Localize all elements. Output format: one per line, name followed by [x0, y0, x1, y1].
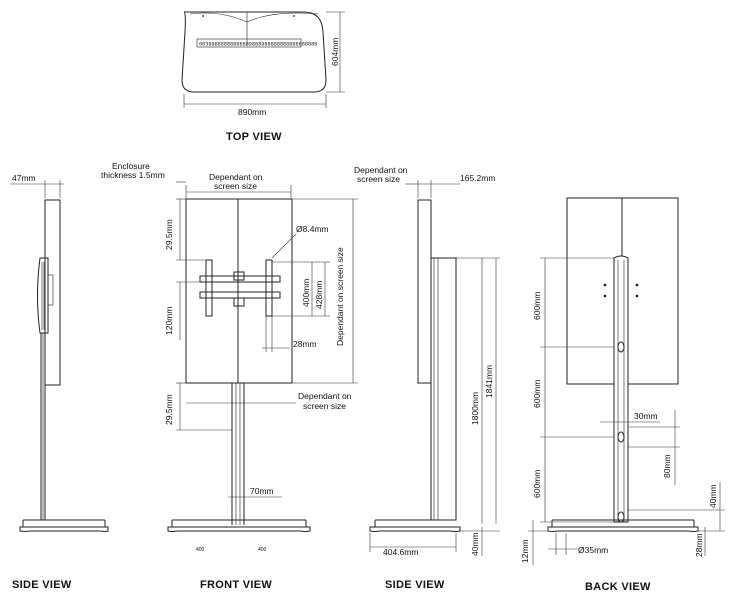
side-right-dim-1841: 1841mm	[484, 365, 494, 398]
back-dim-600-b: 600mm	[532, 380, 542, 408]
front-enclosure-line2: thickness 1.5mm	[101, 170, 165, 180]
top-view-depth-dim: 604mm	[330, 38, 340, 66]
back-dim-600-a: 600mm	[532, 292, 542, 320]
side-right-dim-1800: 1800mm	[470, 392, 480, 425]
front-dependant-bottom-line1: Dependant on	[298, 391, 352, 401]
front-dependant-right: Dependant on screen size	[335, 247, 345, 346]
side-right-dim-165: 165.2mm	[460, 173, 495, 183]
side-right-dependant-line2: screen size	[357, 174, 400, 184]
front-dim-120: 120mm	[164, 307, 174, 335]
front-dependant-top-line2: screen size	[214, 181, 257, 191]
side-right-dim-404: 404.6mm	[383, 547, 418, 557]
front-view-drawing: Enclosure thickness 1.5mm Dependant on s…	[101, 161, 358, 553]
front-dependant-bottom-line2: screen size	[303, 401, 346, 411]
side-view-right-label: SIDE VIEW	[385, 579, 445, 591]
front-dim-400: 400mm	[301, 279, 311, 307]
front-base-left: 400	[196, 547, 205, 553]
front-hole-diameter: Ø8.4mm	[296, 224, 329, 234]
back-dim-80: 80mm	[662, 454, 672, 478]
back-view-label: BACK VIEW	[585, 581, 651, 593]
front-dim-29-5-bottom: 29.5mm	[164, 394, 174, 425]
back-dim-28: 28mm	[694, 533, 704, 557]
front-view-label: FRONT VIEW	[200, 579, 272, 591]
back-dim-30: 30mm	[634, 411, 658, 421]
front-dim-70: 70mm	[250, 486, 274, 496]
side-view-right-drawing: Dependant on screen size 165.2mm 1800mm …	[354, 165, 500, 557]
front-dependant-top-line1: Dependant on	[209, 172, 263, 182]
back-dim-600-c: 600mm	[532, 470, 542, 498]
back-dim-40: 40mm	[708, 484, 718, 508]
top-view-label: TOP VIEW	[226, 131, 282, 143]
side-right-dependant-line1: Dependant on	[354, 165, 408, 175]
side-view-left-label: SIDE VIEW	[12, 579, 72, 591]
side-left-thickness-dim: 47mm	[12, 173, 36, 183]
front-base-right: 400	[258, 547, 267, 553]
front-dim-428: 428mm	[314, 281, 324, 309]
back-dim-35: Ø35mm	[578, 545, 608, 555]
front-enclosure-line1: Enclosure	[112, 161, 150, 171]
front-dim-28: 28mm	[293, 339, 317, 349]
side-right-dim-40: 40mm	[470, 532, 480, 556]
front-dim-29-5-top: 29.5mm	[164, 219, 174, 250]
back-view-drawing: 600mm 600mm 600mm 30mm 80mm 40mm 28mm 12…	[520, 197, 725, 565]
top-view-drawing: 00399888888888889888988888888888888888 8…	[181, 11, 345, 117]
top-view-serial: 00399888888888889888988888888888888888	[199, 42, 317, 48]
side-view-left-drawing: 47mm	[10, 173, 109, 532]
back-dim-12: 12mm	[520, 539, 530, 563]
top-view-width-dim: 890mm	[238, 107, 266, 117]
